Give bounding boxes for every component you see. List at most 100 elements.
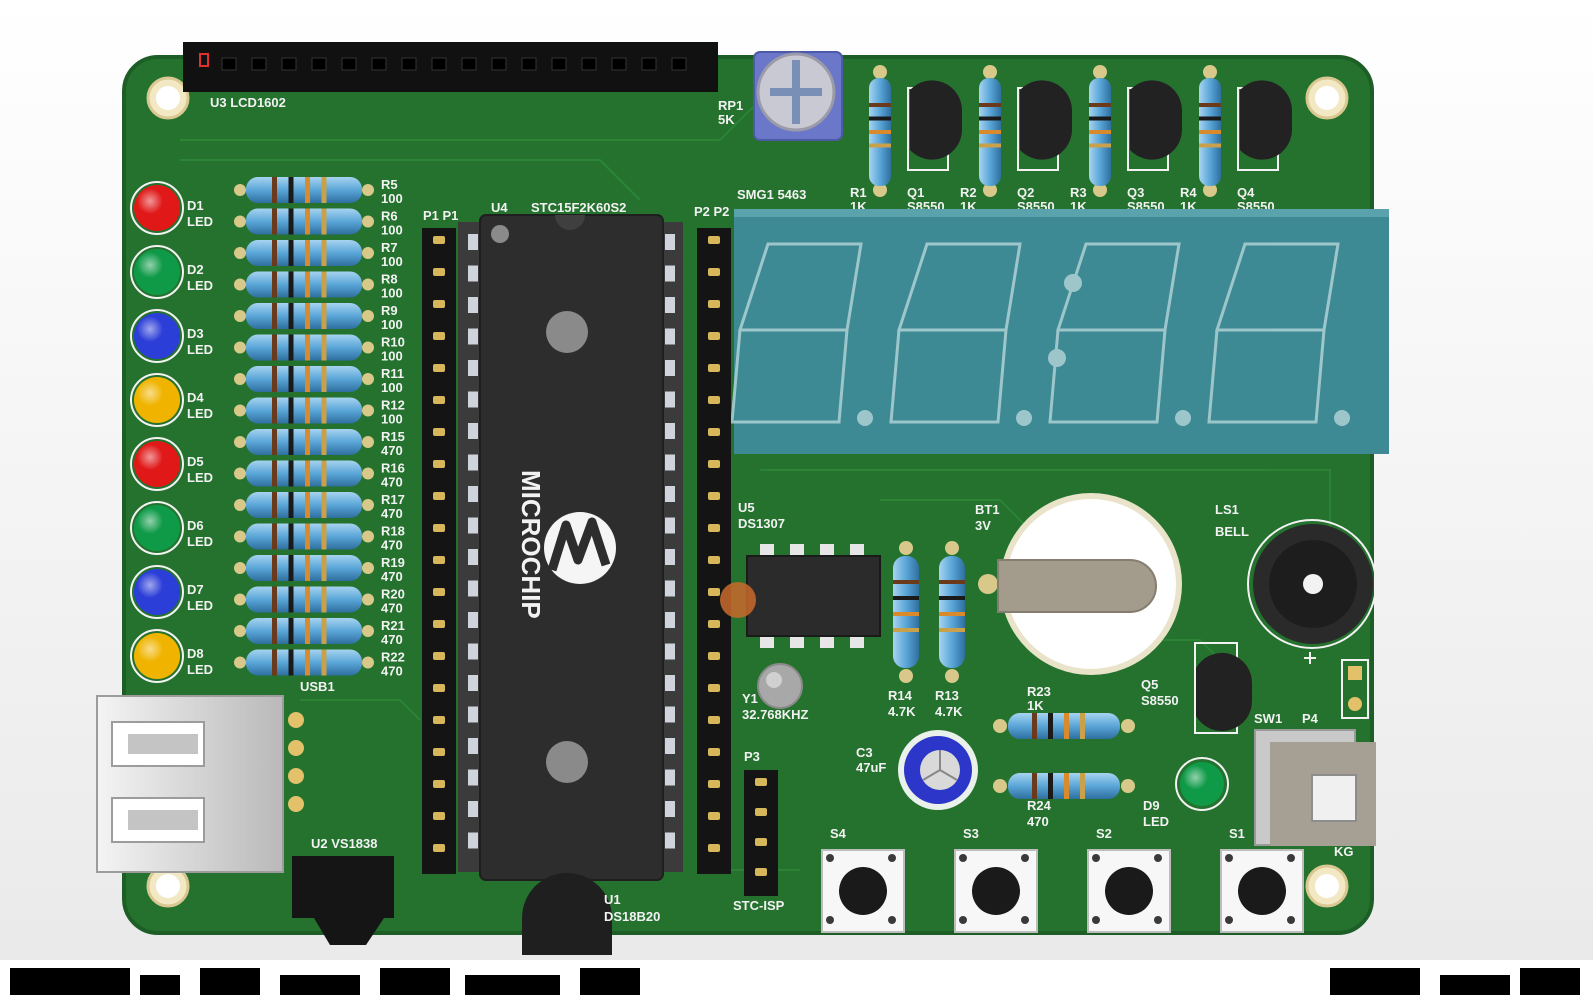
header-pin (433, 652, 445, 660)
digit-segments (889, 242, 1022, 424)
p4-header (1341, 659, 1369, 719)
led-shine (134, 569, 180, 615)
header-pin (708, 716, 720, 724)
header-pin (708, 236, 720, 244)
mcu-pin (468, 832, 478, 849)
header-pin (708, 428, 720, 436)
resistor (246, 177, 362, 203)
transistor-driver-block: R11KQ1S8550R21KQ2S8550R31KQ3S8550R41KQ4S… (850, 65, 1292, 214)
u1-val: DS18B20 (604, 909, 660, 924)
pad (1093, 65, 1107, 79)
buzzer (1247, 519, 1377, 664)
led-outline (130, 501, 184, 555)
decimal-point (1334, 410, 1350, 426)
resistor-ref: R6 (381, 209, 398, 224)
resistor-val: 470 (381, 506, 403, 521)
lcd-pin (581, 57, 597, 71)
usb-pad (288, 740, 304, 756)
header-pin (708, 620, 720, 628)
mcu-pin (665, 769, 675, 786)
led-type: LED (187, 470, 213, 485)
digit-segments (730, 242, 863, 424)
header-pin (755, 838, 767, 846)
power-switch[interactable] (1254, 729, 1376, 846)
header-p1 (422, 228, 456, 874)
lcd-pin (491, 57, 507, 71)
q5-val: S8550 (1141, 693, 1179, 708)
rtc-chip (720, 544, 881, 648)
lcd-pin (641, 57, 657, 71)
transistor-ref: Q2 (1017, 185, 1034, 200)
pad (362, 310, 374, 322)
r13-val: 4.7K (935, 704, 963, 719)
rtc-pin (820, 634, 834, 648)
pot-ref: RP1 (718, 98, 743, 113)
pad (993, 779, 1007, 793)
microchip-logo-icon (544, 512, 616, 584)
mcu-pin (468, 328, 478, 345)
mcu-pin (665, 706, 675, 723)
lcd-label: U3 LCD1602 (210, 95, 286, 110)
header-pin (433, 748, 445, 756)
mcu-pin (468, 706, 478, 723)
button-s4[interactable] (821, 849, 905, 933)
button-s1[interactable] (1220, 849, 1304, 933)
led-type: LED (187, 662, 213, 677)
mcu-pin (468, 234, 478, 250)
u1-ref: U1 (604, 892, 621, 907)
header-pin (708, 812, 720, 820)
led-outline (130, 181, 184, 235)
header-pin (433, 396, 445, 404)
resistor-ref: R3 (1070, 185, 1087, 200)
resistor (246, 460, 362, 487)
pot-value: 5K (718, 112, 735, 127)
horizontal-resistors (993, 713, 1135, 799)
header-pin (433, 236, 445, 244)
ir-receiver (292, 856, 394, 945)
led-type: LED (187, 598, 213, 613)
usb-connector (96, 695, 304, 873)
led-ref: D1 (187, 198, 204, 213)
pad (362, 373, 374, 385)
mcu-pin (468, 297, 478, 313)
header-body (744, 770, 778, 896)
u5-ref: U5 (738, 500, 755, 515)
led-shine (134, 313, 180, 359)
switch-label: KG (1334, 844, 1354, 859)
buzzer-ref: LS1 (1215, 502, 1239, 517)
resistor (246, 429, 362, 455)
header-pin (433, 620, 445, 628)
led-shine (134, 377, 180, 423)
button-ref: S4 (830, 826, 847, 841)
transistor-ref: Q1 (907, 185, 924, 200)
rtc-pin (790, 544, 804, 558)
led-ref: D7 (187, 582, 204, 597)
usb-pad (288, 768, 304, 784)
led-outline (130, 437, 184, 491)
button-s2[interactable] (1087, 849, 1171, 933)
header-pin (433, 332, 445, 340)
transistor (1130, 80, 1182, 160)
resistor (246, 586, 362, 613)
pad (362, 184, 374, 196)
resistor (246, 303, 362, 329)
c3-ref: C3 (856, 745, 873, 760)
led-outline (130, 565, 184, 619)
mcu-pin (665, 832, 675, 849)
pad (945, 541, 959, 555)
button-s3[interactable] (954, 849, 1038, 933)
lcd-pin (461, 57, 477, 71)
resistor-val: 100 (381, 286, 403, 301)
potentiometer (753, 51, 843, 141)
resistor-val: 100 (381, 380, 403, 395)
mcu-pin (665, 328, 675, 345)
pad (873, 65, 887, 79)
pad (362, 656, 374, 669)
decimal-point (1175, 410, 1191, 426)
pad (234, 593, 246, 606)
c3-val: 47uF (856, 760, 886, 775)
header-pin (755, 778, 767, 786)
pad (234, 467, 246, 480)
usb-pad (288, 796, 304, 812)
